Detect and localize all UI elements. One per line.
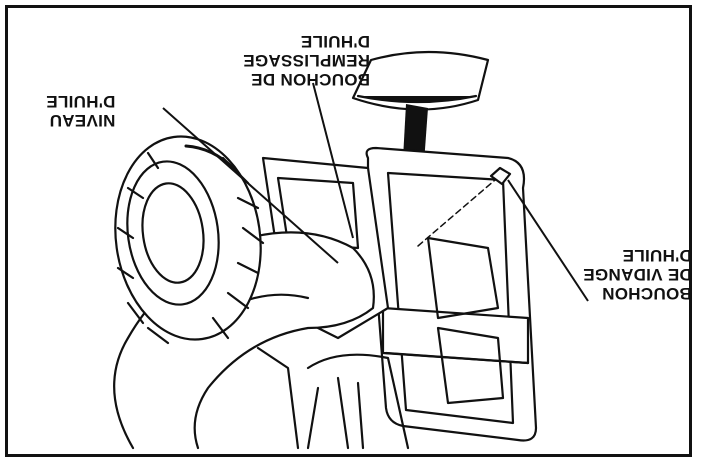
leader-fill — [312, 82, 354, 239]
level-label-line-1: NIVEAU — [49, 111, 116, 130]
fill-label-line-2: REMPLISSAGE — [243, 51, 371, 70]
engine-illustration — [113, 50, 589, 450]
leader-lines — [162, 82, 589, 302]
figure-frame: BOUCHON DE VIDANGE D'HUILE BOUCHON DE RE… — [5, 5, 692, 457]
drain-plug-label: BOUCHON DE VIDANGE D'HUILE — [583, 246, 692, 303]
drain-label-line-2: DE VIDANGE — [583, 265, 692, 284]
fill-label-line-3: D'HUILE — [300, 32, 371, 51]
leader-drain — [507, 179, 589, 302]
drain-label-line-3: D'HUILE — [622, 246, 692, 265]
fill-label-line-1: BOUCHON DE — [250, 70, 371, 89]
oil-level-label: NIVEAU D'HUILE — [46, 92, 115, 130]
level-label-line-2: D'HUILE — [46, 92, 116, 111]
fill-plug-label: BOUCHON DE REMPLISSAGE D'HUILE — [243, 32, 370, 89]
drain-plug-drawing — [417, 166, 512, 247]
drain-label-line-1: BOUCHON — [601, 284, 692, 303]
wheel — [114, 135, 265, 345]
handle-frame — [365, 146, 538, 442]
leader-level — [162, 107, 339, 264]
